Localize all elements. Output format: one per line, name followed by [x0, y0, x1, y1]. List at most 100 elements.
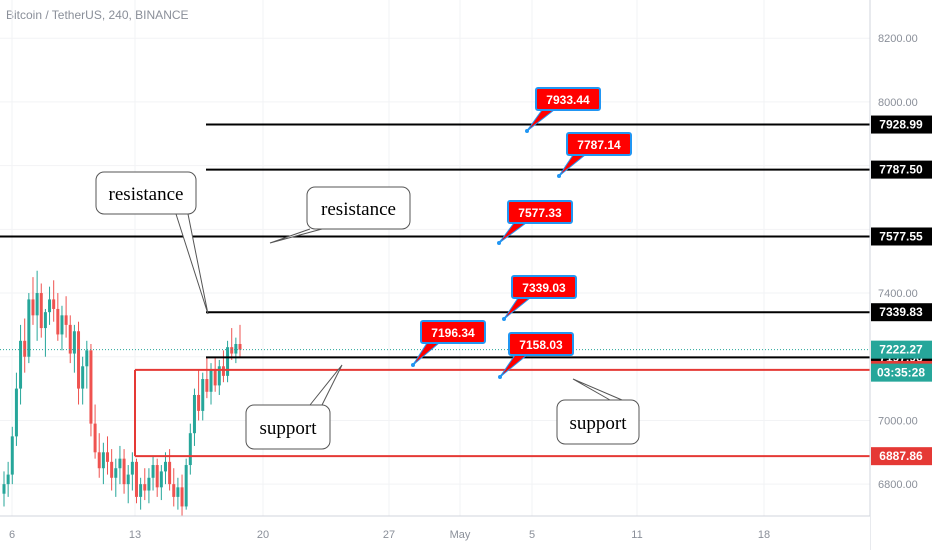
- price-callout-box: [420, 320, 486, 344]
- candle-body: [147, 477, 151, 491]
- candle-body: [101, 452, 105, 469]
- candle-body: [35, 293, 39, 316]
- candle-body: [122, 458, 126, 485]
- candle-body: [155, 465, 159, 488]
- candle-body: [217, 366, 221, 386]
- level-price-label-bg: [871, 227, 932, 246]
- candle-body: [213, 369, 217, 386]
- callout-pointer-fill: [498, 222, 528, 244]
- candle-body: [48, 299, 52, 313]
- candle-body: [56, 308, 60, 335]
- candle-body: [19, 340, 23, 389]
- candle-body: [110, 461, 114, 478]
- candle-body: [64, 315, 68, 325]
- candle-body: [209, 369, 213, 392]
- note-box: [245, 404, 331, 450]
- note-pointer: [572, 378, 623, 401]
- grid: [0, 0, 870, 516]
- level-price-label: 7787.50: [879, 163, 923, 177]
- price-callout-label: 7339.03: [522, 281, 566, 295]
- x-tick-label: 5: [529, 529, 535, 541]
- callout-pointer-fill: [503, 297, 532, 320]
- candle-body: [184, 465, 188, 507]
- candle-body: [130, 461, 134, 475]
- x-tick-label: 13: [129, 529, 141, 541]
- candle-body: [93, 423, 97, 453]
- x-tick-label: 20: [257, 529, 269, 541]
- bar-countdown-label: 03:35:28: [877, 366, 925, 380]
- candle-body: [97, 452, 101, 469]
- price-callout-label: 7158.03: [519, 338, 563, 352]
- annotations: 7933.44 7787.14 7577.33 7339.03 7196.34 7158.…: [95, 87, 640, 450]
- bar-countdown-label-bg: [871, 363, 932, 382]
- candle-body: [192, 394, 196, 434]
- price-callout-label: 7787.14: [577, 138, 621, 152]
- price-callout-box: [566, 132, 632, 156]
- candle-body: [14, 388, 18, 437]
- callout-anchor-dot: [411, 363, 415, 367]
- note-box: [306, 186, 411, 230]
- candle-body: [197, 394, 201, 411]
- y-tick-label: 6800.00: [878, 479, 918, 491]
- level-price-label-bg: [871, 115, 932, 134]
- callout-anchor-dot: [502, 317, 506, 321]
- candle-body: [230, 347, 234, 354]
- candle-body: [176, 487, 180, 497]
- price-levels: [0, 123, 870, 458]
- candle-body: [114, 468, 118, 478]
- level-price-label: 7928.99: [879, 118, 923, 132]
- candle-body: [143, 484, 147, 491]
- y-tick-label: 7400.00: [878, 288, 918, 300]
- candle-body: [234, 344, 238, 354]
- candle-body: [52, 299, 56, 309]
- current-price-label: 7222.27: [879, 343, 923, 357]
- candle-body: [134, 461, 138, 497]
- note-label: support: [260, 418, 318, 439]
- candle-body: [81, 366, 85, 389]
- candle-body: [163, 461, 167, 472]
- candle-body: [43, 312, 47, 329]
- callout-anchor-dot: [525, 129, 529, 133]
- x-tick-label: 18: [758, 529, 770, 541]
- time-axis-bg: [0, 516, 870, 550]
- note-box: [556, 399, 640, 445]
- candle-body: [238, 344, 242, 350]
- note-label: resistance: [321, 199, 396, 220]
- price-callout-label: 7196.34: [431, 326, 475, 340]
- x-tick-label: 11: [631, 529, 642, 541]
- candle-body: [39, 293, 43, 329]
- level-price-label-bg: [871, 303, 932, 322]
- level-price-label-bg: [871, 447, 932, 466]
- candle-body: [77, 331, 81, 389]
- price-callout-label: 7933.44: [546, 93, 590, 107]
- x-tick-label: 27: [383, 529, 395, 541]
- candle-body: [126, 474, 130, 485]
- chart-title: Bitcoin / TetherUS, 240, BINANCE: [6, 8, 189, 22]
- candle-body: [27, 299, 31, 357]
- candle-body: [168, 461, 172, 485]
- candle-body: [60, 315, 64, 335]
- callout-pointer-fill: [526, 109, 556, 132]
- level-price-label: 6887.86: [879, 449, 923, 463]
- note-pointer: [175, 213, 209, 315]
- candle-body: [68, 324, 72, 354]
- note-pointer: [309, 364, 343, 406]
- candle-body: [172, 484, 176, 497]
- candle-body: [151, 465, 155, 478]
- price-callout-box: [511, 275, 577, 299]
- price-axis-bg: [870, 0, 932, 550]
- candle-body: [2, 484, 6, 494]
- price-callout-box: [507, 200, 573, 224]
- candle-body: [6, 474, 10, 485]
- current-price-label-bg: [871, 340, 932, 359]
- level-price-label: 7339.83: [879, 305, 923, 319]
- callout-anchor-dot: [497, 241, 501, 245]
- candle-body: [85, 350, 89, 367]
- y-tick-label: 7000.00: [878, 415, 918, 427]
- price-callout-box: [508, 332, 574, 356]
- candle-body: [226, 347, 230, 376]
- candle-body: [118, 458, 122, 469]
- price-callout-label: 7577.33: [518, 206, 562, 220]
